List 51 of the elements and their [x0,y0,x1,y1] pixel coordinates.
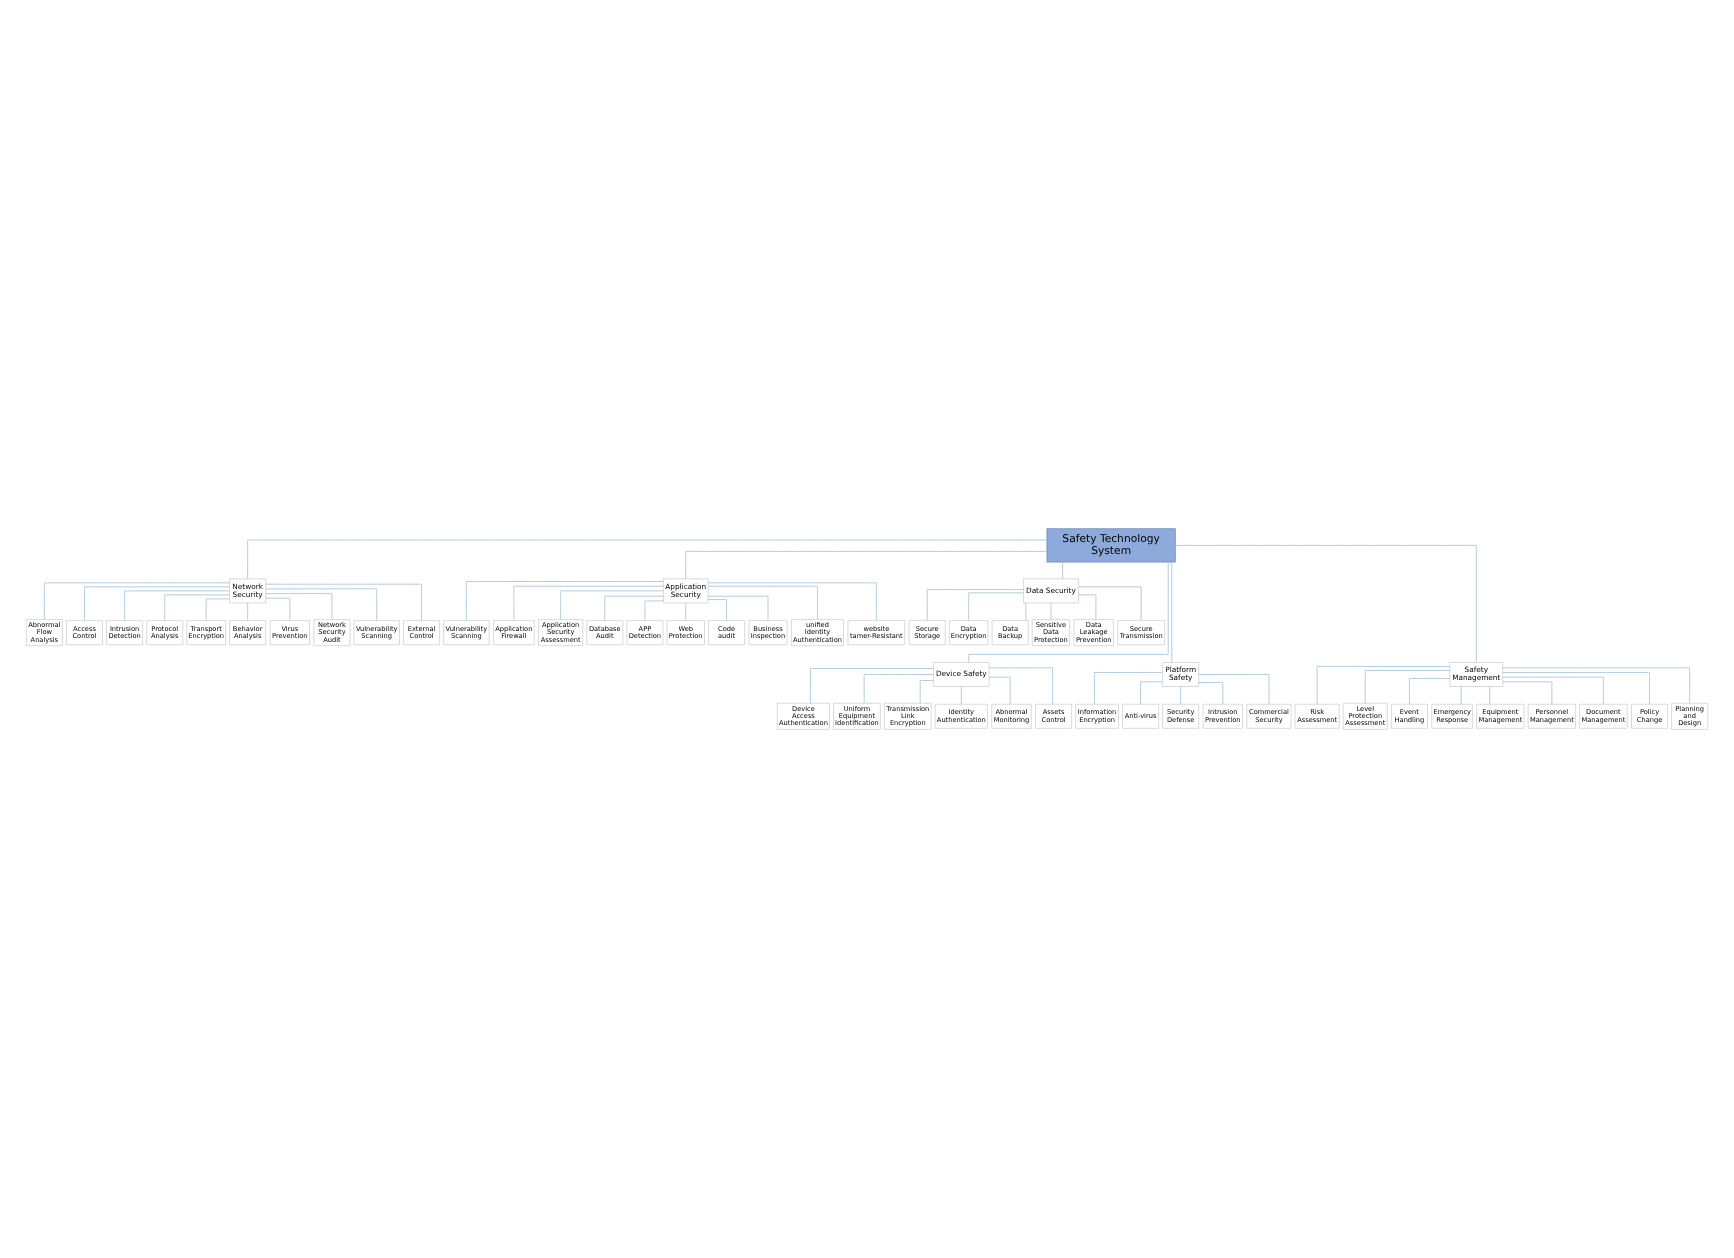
connector [863,674,934,704]
connector [644,600,664,621]
connector [1502,672,1650,705]
connector [247,602,249,621]
connector [685,602,687,621]
connector [1364,670,1451,704]
connector [988,676,1011,705]
connector [707,595,769,621]
connector [247,539,1048,580]
connector [1460,686,1462,705]
connector [265,593,333,620]
connector [164,594,230,621]
connector [1198,674,1270,705]
connector [810,668,934,704]
connector [960,686,962,705]
connector [1094,672,1163,705]
connector [265,588,378,621]
connector [1489,686,1491,705]
connector [988,667,1053,705]
connector [265,583,422,621]
connector [968,592,1024,621]
connector [1078,586,1142,621]
connector [926,589,1024,621]
connector [1025,602,1027,621]
connector [1409,678,1451,705]
connector [1502,681,1553,705]
connector [1316,666,1451,705]
connector [1502,667,1691,704]
connector [1062,561,1064,580]
connector [205,598,230,621]
connector [84,586,230,621]
connector [1140,681,1163,705]
connector [513,585,664,621]
connector [919,680,934,704]
connector [604,595,664,621]
connector [265,597,291,622]
connector [124,590,230,621]
connector [707,582,877,621]
connector [685,551,1048,580]
connector [560,590,664,620]
connector [1174,545,1477,663]
connector [1171,561,1173,663]
connector [708,585,818,620]
connector [1198,682,1224,705]
connector [1180,686,1182,705]
connector [43,582,230,620]
connector [1078,594,1097,620]
connector [1502,676,1604,705]
connector [707,599,727,621]
connector [465,581,664,621]
connector [1050,602,1052,620]
